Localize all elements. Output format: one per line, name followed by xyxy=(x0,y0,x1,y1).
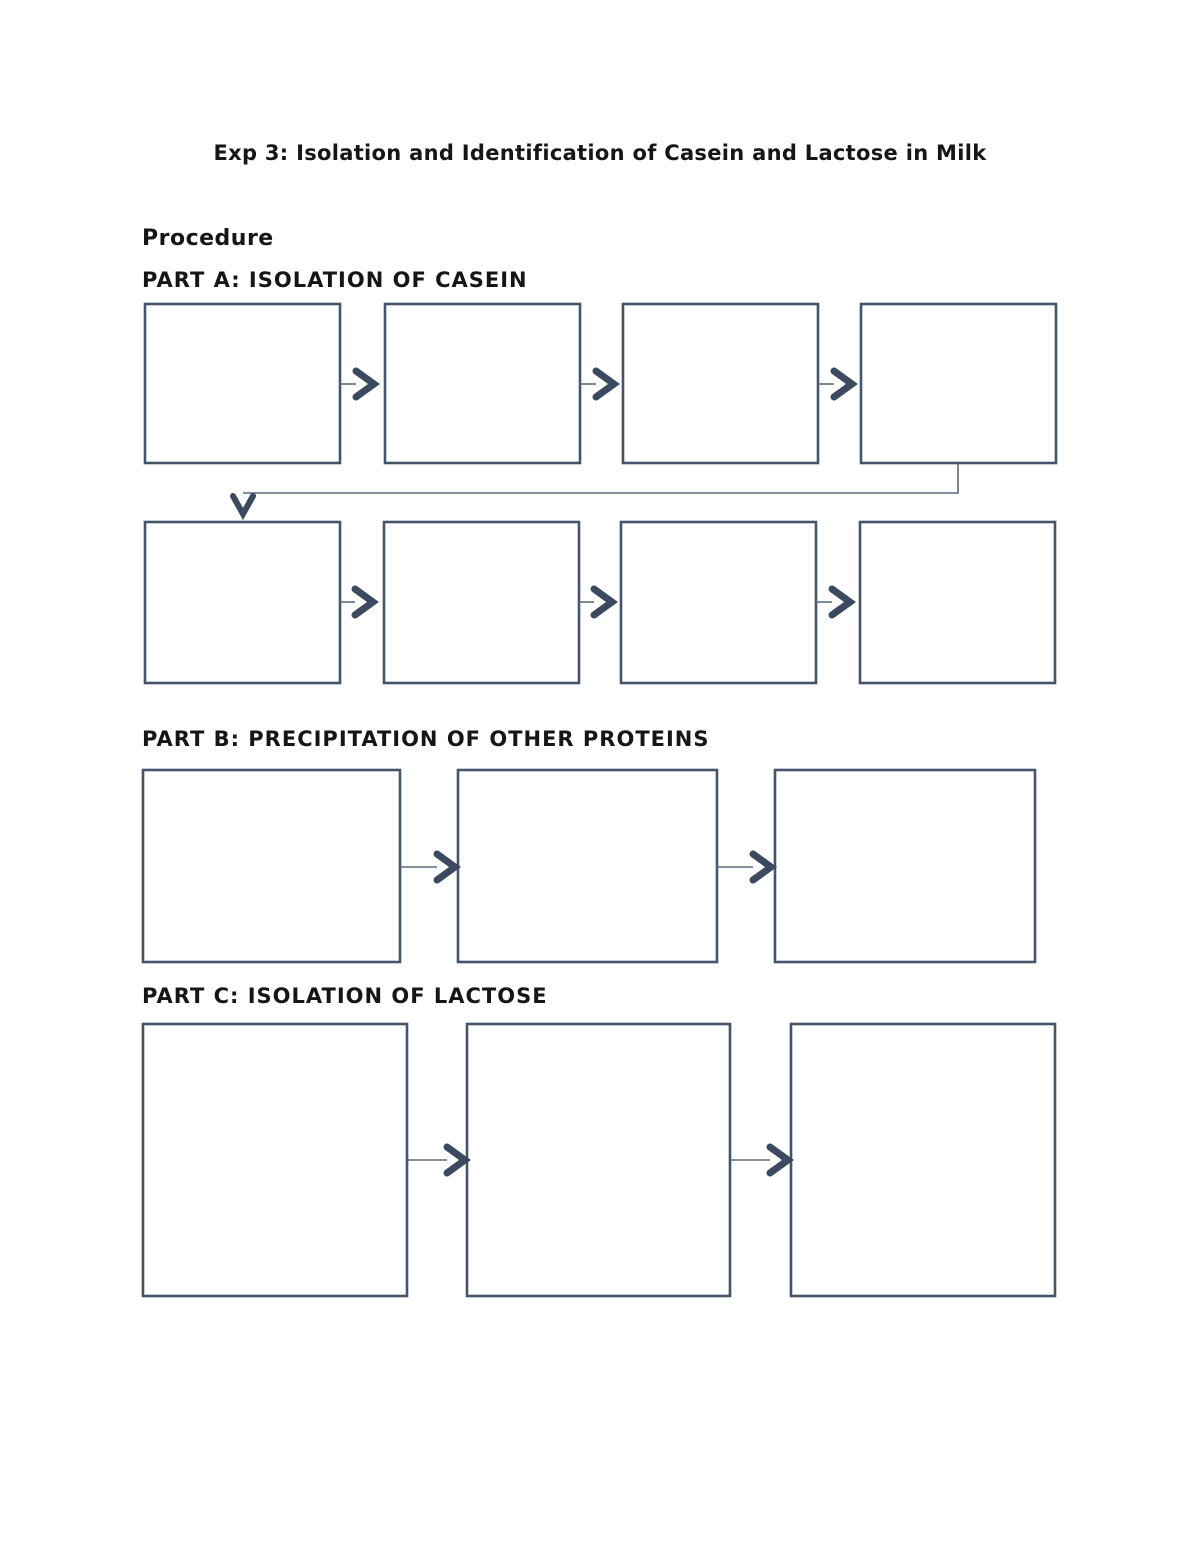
down-arrowhead xyxy=(230,493,256,521)
arrow-a7-a8 xyxy=(816,585,856,619)
arrow-b1-b2 xyxy=(400,850,461,884)
arrow-c1-c2 xyxy=(407,1143,471,1177)
flow-box-b2 xyxy=(456,768,719,964)
elbow-connector-a4-a5 xyxy=(230,463,959,521)
flow-box-b3 xyxy=(773,768,1037,964)
flow-box-a7 xyxy=(619,520,818,685)
flow-box-a8 xyxy=(858,520,1057,685)
flow-box-a5 xyxy=(143,520,342,685)
flow-box-c2 xyxy=(465,1022,732,1298)
arrow-a1-a2 xyxy=(340,367,380,401)
flow-box-a4 xyxy=(859,302,1058,465)
arrow-a2-a3 xyxy=(580,367,620,401)
arrow-a6-a7 xyxy=(579,585,618,619)
flow-box-a6 xyxy=(382,520,581,685)
document-title: Exp 3: Isolation and Identification of C… xyxy=(213,141,987,165)
flow-box-a3 xyxy=(621,302,820,465)
procedure-heading: Procedure xyxy=(142,226,274,251)
part-c-heading: PART C: ISOLATION OF LACTOSE xyxy=(142,984,548,1008)
part-a-heading: PART A: ISOLATION OF CASEIN xyxy=(142,268,528,292)
arrow-a3-a4 xyxy=(818,367,858,401)
arrow-a5-a6 xyxy=(340,585,379,619)
flow-box-c1 xyxy=(141,1022,409,1298)
arrow-b2-b3 xyxy=(717,850,777,884)
flow-box-b1 xyxy=(141,768,402,964)
flow-box-a2 xyxy=(383,302,582,465)
flow-box-c3 xyxy=(789,1022,1057,1298)
flow-box-a1 xyxy=(143,302,342,465)
arrow-c2-c3 xyxy=(730,1143,794,1177)
part-b-heading: PART B: PRECIPITATION OF OTHER PROTEINS xyxy=(142,727,710,751)
